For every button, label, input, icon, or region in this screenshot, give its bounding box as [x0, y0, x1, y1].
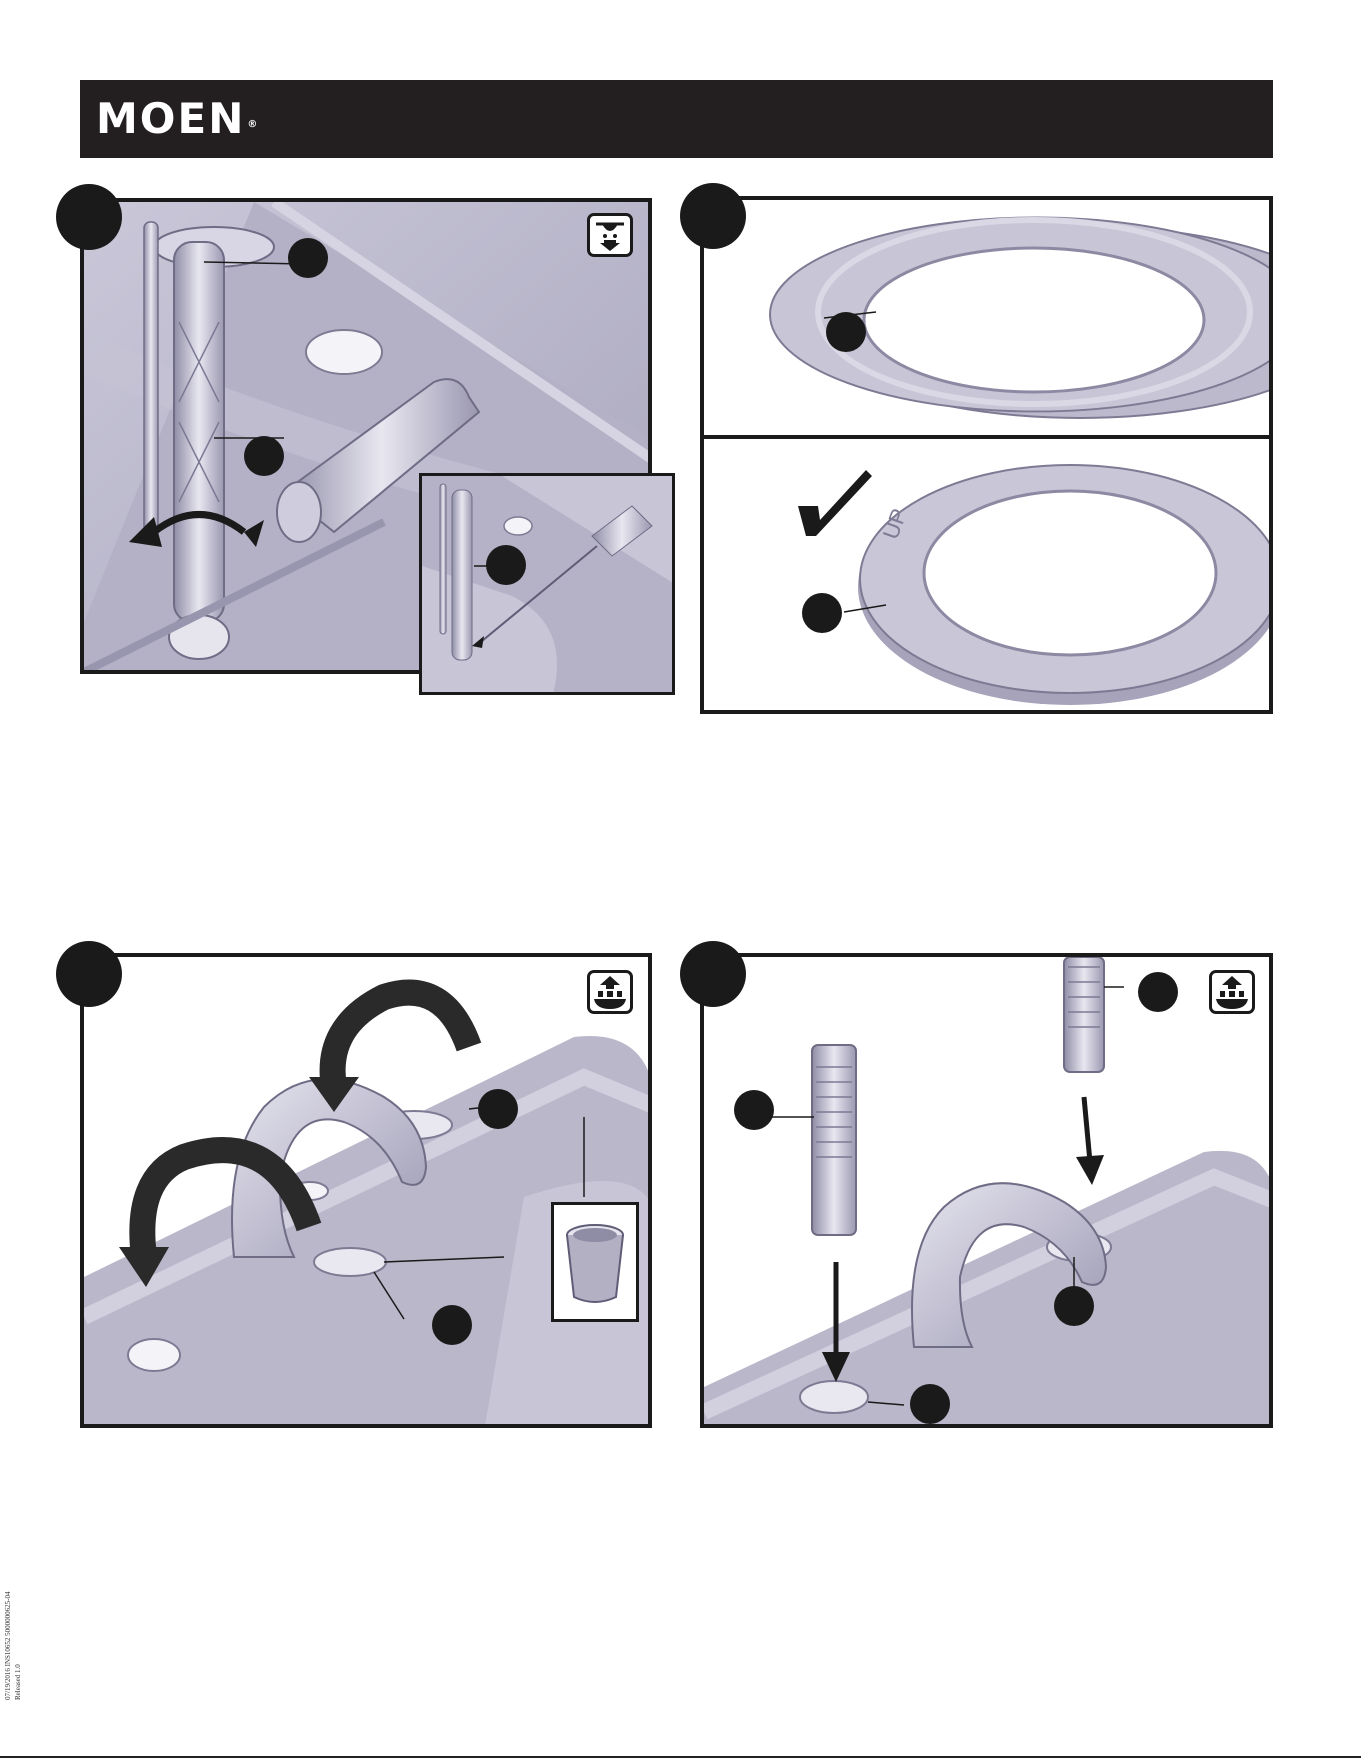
bottom-rule — [0, 1756, 1361, 1758]
step2-panel-bottom: UP — [700, 435, 1273, 714]
step2-callout-top — [826, 312, 866, 352]
inset-illustration — [422, 476, 675, 695]
step3-panel — [80, 953, 652, 1428]
step4-panel — [700, 953, 1273, 1428]
step3-badge — [587, 970, 633, 1014]
step4-callout-a — [734, 1090, 774, 1130]
step1-inset — [419, 473, 675, 695]
step4-callout-d — [910, 1384, 950, 1424]
step4-badge — [1209, 970, 1255, 1014]
gasket-ring-illustration — [704, 439, 1273, 714]
step1-inset-callout — [486, 545, 526, 585]
step1-badge — [587, 213, 633, 257]
brand-logo: MOEN® — [96, 92, 259, 146]
step4-illustration — [704, 957, 1273, 1428]
step2-callout-bottom — [802, 593, 842, 633]
step3-number-badge — [56, 941, 122, 1007]
release-note: Released 1.0 — [14, 1664, 22, 1700]
step2-number-badge — [680, 183, 746, 249]
grease-cup-icon — [554, 1205, 636, 1319]
step1-number-badge — [56, 184, 122, 250]
doc-code: 07/19/2016 INS10652 5000000625-04 — [4, 1592, 12, 1701]
step3-callout-a — [478, 1089, 518, 1129]
water-up-icon — [1212, 973, 1252, 1011]
grease-inset — [551, 1202, 639, 1322]
step4-callout-b — [1138, 972, 1178, 1012]
water-up-icon — [590, 973, 630, 1011]
step3-illustration — [84, 957, 652, 1428]
checkmark-icon — [796, 468, 876, 543]
step4-number-badge — [680, 941, 746, 1007]
water-off-down-icon — [590, 216, 630, 254]
step1-callout-b — [244, 436, 284, 476]
step1-callout-a — [288, 238, 328, 278]
step3-callout-b — [432, 1305, 472, 1345]
step2-panel-top — [700, 196, 1273, 439]
flange-ring-illustration — [704, 200, 1273, 439]
step4-callout-c — [1054, 1286, 1094, 1326]
